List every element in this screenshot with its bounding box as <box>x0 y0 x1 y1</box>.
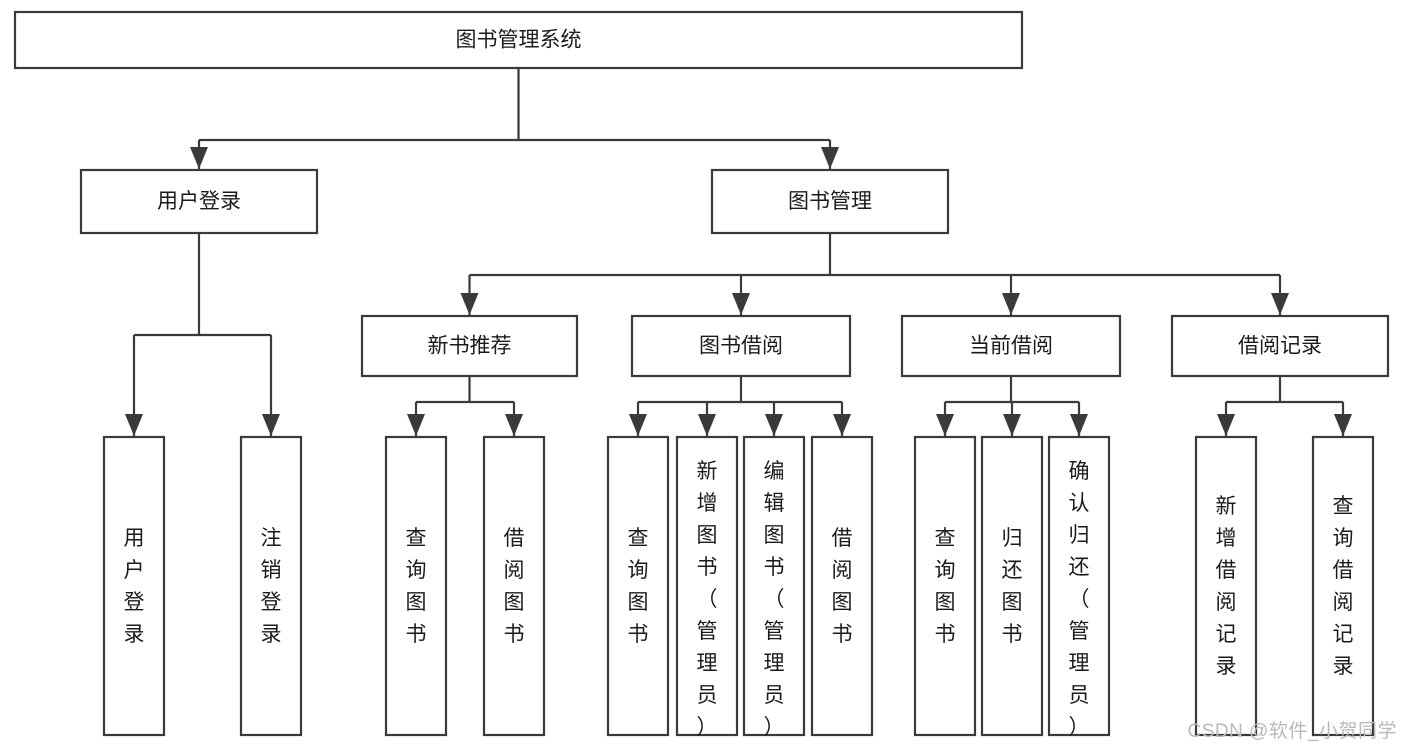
borrow-record-to-leaves-arrow-0 <box>1217 414 1235 436</box>
root-node-book-management-system-label: 图书管理系统 <box>456 29 582 52</box>
book-mgmt-to-groups-arrow-1 <box>732 293 750 315</box>
group-borrow-record[interactable]: 借阅记录 <box>1170 314 1390 378</box>
leaf-current-borrow-2-label: 确认归还（管理员） <box>1069 460 1090 739</box>
leaf-book-borrow-1-box <box>675 435 739 737</box>
leaf-borrow-record-1[interactable]: 查询借阅记录 <box>1311 435 1375 737</box>
current-borrow-to-leaves-arrow-2 <box>1070 414 1088 436</box>
leaf-current-borrow-1-label: 归还图书 <box>1002 527 1023 646</box>
group-new-book-recommend[interactable]: 新书推荐 <box>360 314 579 378</box>
group-current-borrow[interactable]: 当前借阅 <box>900 314 1122 378</box>
leaf-current-borrow-1[interactable]: 归还图书 <box>980 435 1044 737</box>
connector-edges-layer <box>125 68 1352 436</box>
root-node-book-management-system-box <box>13 10 1024 70</box>
user-login-to-leaves-arrow-1 <box>262 414 280 436</box>
book-borrow-to-leaves-arrow-0 <box>629 414 647 436</box>
book-mgmt-to-groups-arrow-2 <box>1002 293 1020 315</box>
leaf-current-borrow-0-box <box>913 435 977 737</box>
leaf-new-book-recommend-1-label: 借阅图书 <box>504 527 525 646</box>
leaf-borrow-record-0-label: 新增借阅记录 <box>1216 495 1237 678</box>
book-borrow-to-leaves-arrow-1 <box>698 414 716 436</box>
csdn-watermark: CSDN @软件_小贺同学 <box>1187 721 1397 742</box>
leaf-borrow-record-1-label: 查询借阅记录 <box>1333 495 1354 678</box>
group-new-book-recommend-box <box>360 314 579 378</box>
book-borrow-to-leaves-arrow-3 <box>833 414 851 436</box>
group-book-borrow-label: 图书借阅 <box>699 335 783 358</box>
group-book-borrow-box <box>630 314 852 378</box>
group-current-borrow-box <box>900 314 1122 378</box>
leaf-user-login-0[interactable]: 用户登录 <box>102 435 166 737</box>
leaf-book-borrow-3-label: 借阅图书 <box>832 527 853 646</box>
leaf-user-login-0-box <box>102 435 166 737</box>
leaf-user-login-1[interactable]: 注销登录 <box>239 435 303 737</box>
leaf-book-borrow-0[interactable]: 查询图书 <box>606 435 670 737</box>
node-user-login[interactable]: 用户登录 <box>79 168 319 235</box>
leaf-user-login-1-label: 注销登录 <box>261 527 282 646</box>
node-book-management-box <box>710 168 950 235</box>
leaf-new-book-recommend-0[interactable]: 查询图书 <box>384 435 448 737</box>
leaf-book-borrow-2-box <box>742 435 806 737</box>
leaf-new-book-recommend-0-label: 查询图书 <box>406 527 427 646</box>
diagram-nodes-layer: 图书管理系统用户登录图书管理用户登录注销登录新书推荐查询图书借阅图书图书借阅查询… <box>13 10 1390 739</box>
node-book-management[interactable]: 图书管理 <box>710 168 950 235</box>
leaf-new-book-recommend-1[interactable]: 借阅图书 <box>482 435 546 737</box>
current-borrow-to-leaves-arrow-1 <box>1003 414 1021 436</box>
leaf-borrow-record-0-box <box>1194 435 1258 737</box>
leaf-book-borrow-3[interactable]: 借阅图书 <box>810 435 874 737</box>
leaf-current-borrow-0[interactable]: 查询图书 <box>913 435 977 737</box>
leaf-user-login-1-box <box>239 435 303 737</box>
node-book-management-label: 图书管理 <box>788 190 872 213</box>
leaf-borrow-record-0[interactable]: 新增借阅记录 <box>1194 435 1258 737</box>
group-current-borrow-label: 当前借阅 <box>969 335 1053 358</box>
leaf-borrow-record-1-box <box>1311 435 1375 737</box>
new-book-recommend-to-leaves-arrow-1 <box>505 414 523 436</box>
leaf-book-borrow-1-label: 新增图书（管理员） <box>697 460 718 739</box>
user-login-to-leaves-arrow-0 <box>125 414 143 436</box>
leaf-book-borrow-0-label: 查询图书 <box>628 527 649 646</box>
group-borrow-record-label: 借阅记录 <box>1238 335 1322 358</box>
new-book-recommend-to-leaves-arrow-0 <box>407 414 425 436</box>
leaf-current-borrow-0-label: 查询图书 <box>935 527 956 646</box>
leaf-current-borrow-2[interactable]: 确认归还（管理员） <box>1047 435 1111 739</box>
leaf-new-book-recommend-0-box <box>384 435 448 737</box>
book-mgmt-to-groups-arrow-0 <box>460 293 479 315</box>
root-node-book-management-system[interactable]: 图书管理系统 <box>13 10 1024 70</box>
book-borrow-to-leaves-arrow-2 <box>765 414 783 436</box>
current-borrow-to-leaves-arrow-0 <box>936 414 954 436</box>
leaf-book-borrow-0-box <box>606 435 670 737</box>
leaf-book-borrow-2-label: 编辑图书（管理员） <box>764 460 785 739</box>
leaf-current-borrow-1-box <box>980 435 1044 737</box>
group-book-borrow[interactable]: 图书借阅 <box>630 314 852 378</box>
root-to-level2-arrow-0 <box>190 147 208 169</box>
root-to-level2-arrow-1 <box>821 147 839 169</box>
book-mgmt-to-groups-arrow-3 <box>1271 293 1289 315</box>
leaf-book-borrow-2[interactable]: 编辑图书（管理员） <box>742 435 806 739</box>
group-borrow-record-box <box>1170 314 1390 378</box>
group-new-book-recommend-label: 新书推荐 <box>428 335 512 358</box>
leaf-book-borrow-1[interactable]: 新增图书（管理员） <box>675 435 739 739</box>
node-user-login-box <box>79 168 319 235</box>
node-user-login-label: 用户登录 <box>157 190 241 213</box>
borrow-record-to-leaves-arrow-1 <box>1334 414 1352 436</box>
leaf-book-borrow-3-box <box>810 435 874 737</box>
leaf-new-book-recommend-1-box <box>482 435 546 737</box>
leaf-user-login-0-label: 用户登录 <box>124 527 145 646</box>
leaf-current-borrow-2-box <box>1047 435 1111 737</box>
